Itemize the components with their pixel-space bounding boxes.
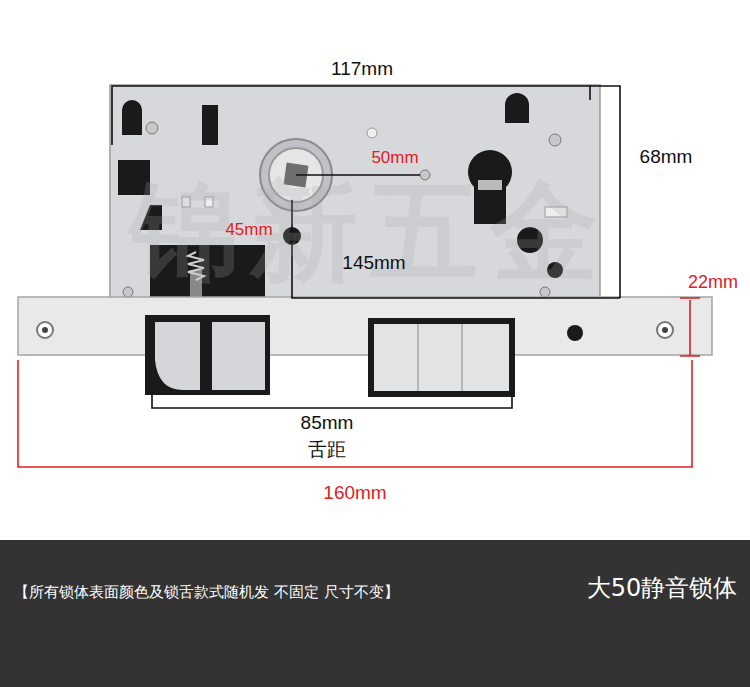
- dimension-label: 50mm: [371, 149, 418, 168]
- watermark: 锦新五金: [130, 173, 610, 292]
- dimension-label: 舌距: [308, 440, 346, 461]
- dimension-label: 160mm: [323, 483, 386, 504]
- dimension-label: 68mm: [640, 147, 693, 168]
- caption-band: 【所有锁体表面颜色及锁舌款式随机发 不固定 尺寸不变】 大50静音锁体: [0, 540, 750, 687]
- dimension-label: 85mm: [301, 413, 354, 434]
- note-text: 【所有锁体表面颜色及锁舌款式随机发 不固定 尺寸不变】: [14, 584, 399, 601]
- dimension-label: 22mm: [688, 273, 738, 293]
- product-name: 大50静音锁体: [587, 575, 738, 601]
- dimension-label: 145mm: [342, 253, 405, 274]
- dimension-label: 117mm: [331, 59, 393, 80]
- dimension-label: 45mm: [225, 221, 272, 240]
